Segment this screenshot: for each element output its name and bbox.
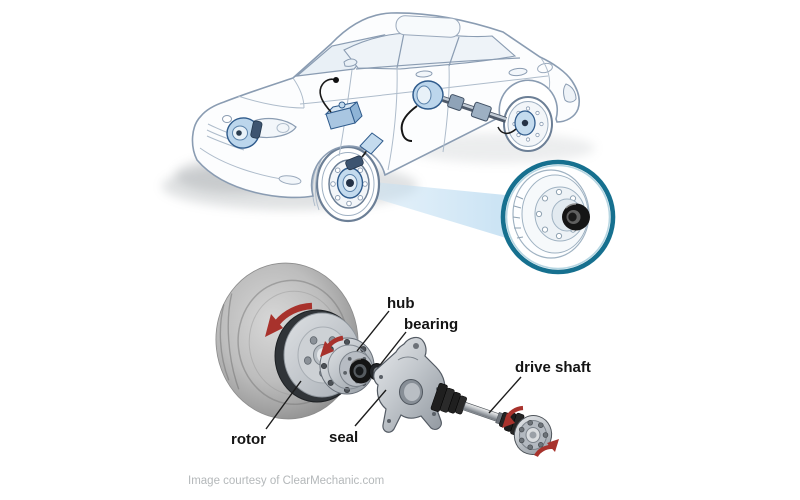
magnifier-ring xyxy=(500,159,616,275)
drive-shaft-leader-line xyxy=(488,376,522,414)
brand-badge xyxy=(222,115,232,123)
rear-axle-shaft xyxy=(442,94,507,123)
label-rotor: rotor xyxy=(231,431,266,448)
hub-assembly xyxy=(319,337,375,395)
image-credit-caption: Image courtesy of ClearMechanic.com xyxy=(188,475,384,487)
front-strut-highlight xyxy=(359,132,384,155)
side-mirror xyxy=(343,58,358,67)
magnifier-inner-ring xyxy=(505,164,611,270)
abs-module xyxy=(324,101,363,130)
wheel-speed-sensor-wire xyxy=(319,77,339,113)
sunroof xyxy=(395,15,461,38)
leader-lines xyxy=(265,310,522,430)
taillight xyxy=(563,83,577,103)
door-handle-front xyxy=(415,70,433,78)
exploded-view xyxy=(215,262,559,458)
magnified-bearing xyxy=(562,203,590,231)
highlighted-brake-components xyxy=(226,77,507,155)
seal-leader-line xyxy=(354,389,387,427)
cv-joint-balls xyxy=(518,420,549,450)
front-wheel xyxy=(312,133,381,223)
label-bearing: bearing xyxy=(404,316,458,333)
brake-booster xyxy=(400,80,444,142)
fog-light xyxy=(278,175,302,185)
cv-joint xyxy=(513,415,553,455)
steering-knuckle xyxy=(373,336,446,433)
rear-wheel xyxy=(497,96,553,152)
rotor-rotation-arrow xyxy=(265,302,313,337)
side-windows xyxy=(343,32,517,70)
bearing-leader-line xyxy=(379,331,407,366)
door-handle-rear xyxy=(508,67,528,77)
hub-rotation-arrow xyxy=(320,335,344,357)
label-seal: seal xyxy=(329,429,358,446)
label-hub: hub xyxy=(387,295,415,312)
rotor-leader-line xyxy=(265,380,302,430)
far-front-brake-disc xyxy=(226,117,263,149)
magnifier-callout xyxy=(500,159,616,275)
label-drive-shaft: drive shaft xyxy=(515,359,591,376)
front-brake-caliper xyxy=(345,155,364,171)
cv-joint-rotation-arrows xyxy=(502,405,559,458)
hub-leader-line xyxy=(356,310,390,352)
magnified-hub-view xyxy=(512,169,590,259)
drive-shaft xyxy=(430,383,559,458)
